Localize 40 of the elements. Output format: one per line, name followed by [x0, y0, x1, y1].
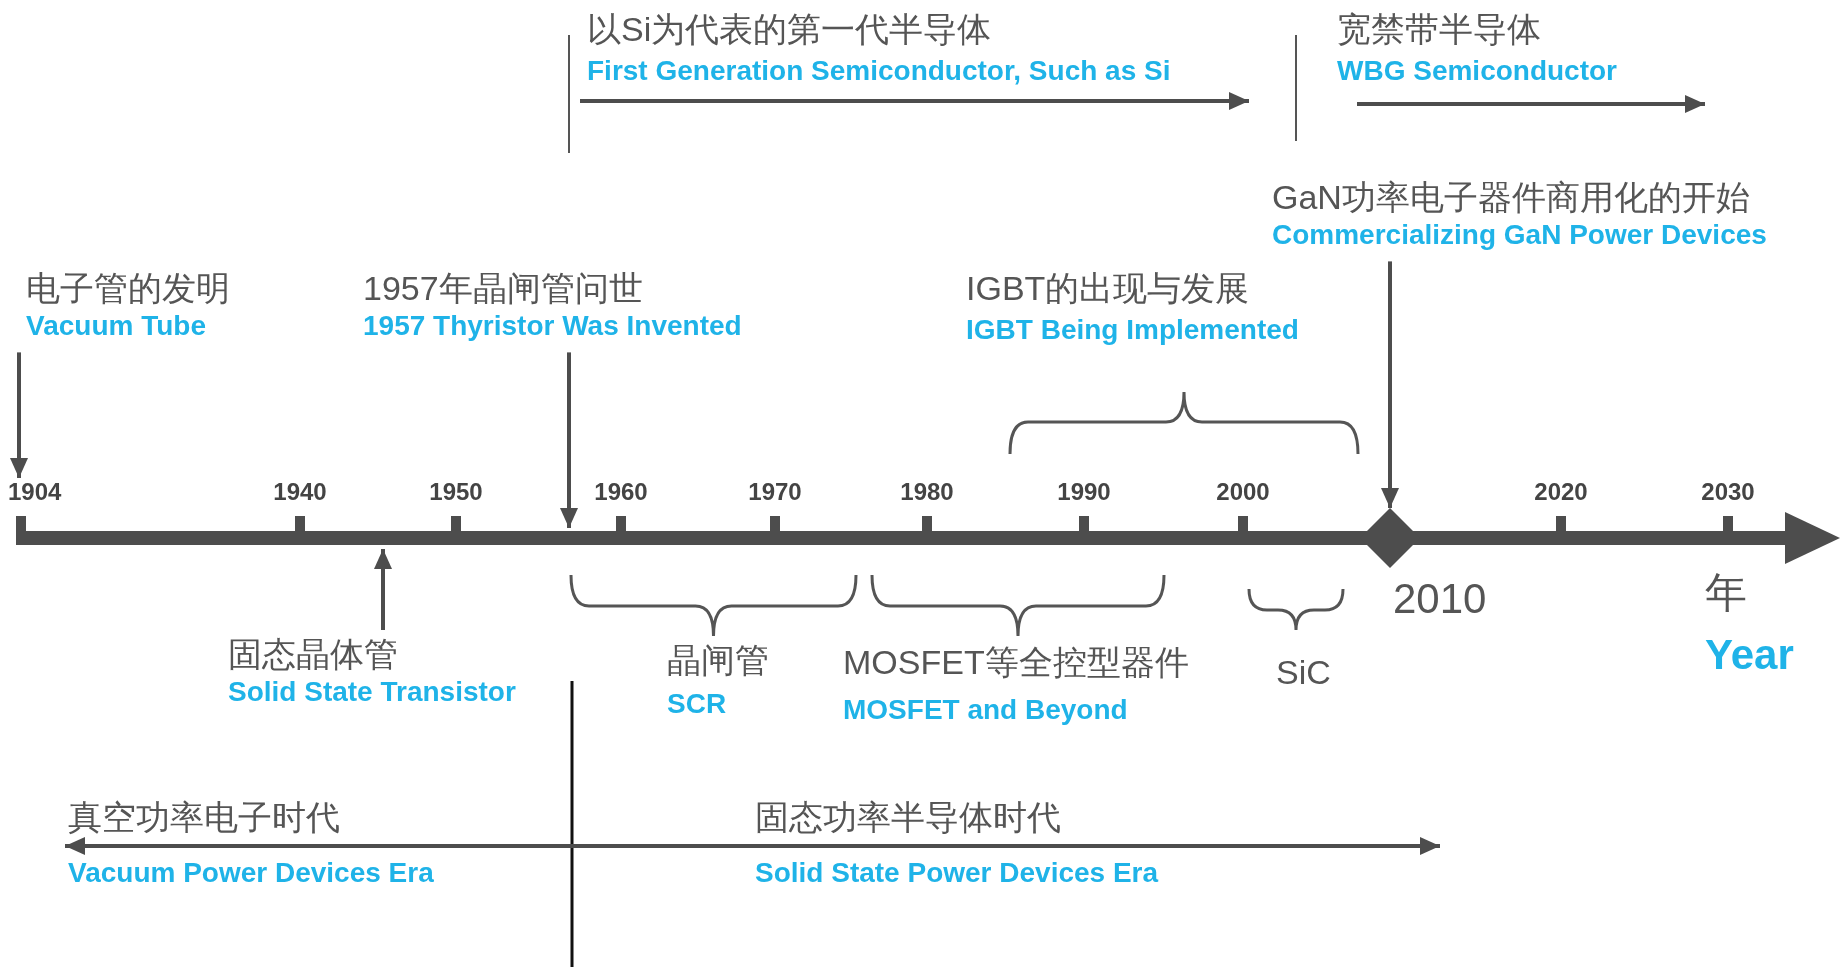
event-subtitle: Commercializing GaN Power Devices [1272, 217, 1767, 252]
tick-label: 2020 [1534, 478, 1588, 507]
event-title: GaN功率电子器件商用化的开始 [1272, 177, 1751, 218]
event-title: 电子管的发明 [26, 268, 230, 309]
event-title: IGBT的出现与发展 [966, 268, 1250, 309]
era-label: Solid State Power Devices Era [755, 856, 1159, 890]
era-label: Vacuum Power Devices Era [68, 856, 434, 890]
axis-title: Year [1705, 630, 1794, 680]
era-label: 真空功率电子时代 [68, 797, 340, 838]
tick-label: 1904 [8, 478, 62, 507]
arrow [374, 549, 392, 630]
group-label: SCR [667, 687, 727, 721]
heading: First Generation Semiconductor, Such as Si [587, 54, 1171, 88]
group-label: MOSFET and Beyond [843, 693, 1128, 727]
tick-label: 1950 [429, 478, 483, 507]
tick-label: 2030 [1701, 478, 1755, 507]
year-label: 2010 [1393, 574, 1487, 624]
group-label: 晶闸管 [667, 640, 769, 681]
tick-label: 1980 [900, 478, 954, 507]
event-subtitle: 1957 Thyristor Was Invented [363, 308, 742, 343]
heading: 以Si为代表的第一代半导体 [587, 9, 992, 50]
tick-label: 1970 [748, 478, 802, 507]
group-label: SiC [1276, 652, 1331, 693]
tick-label: 1990 [1057, 478, 1111, 507]
event-title: 固态晶体管 [228, 634, 399, 675]
heading: WBG Semiconductor [1337, 54, 1617, 88]
heading: 宽禁带半导体 [1337, 9, 1541, 50]
event-subtitle: Solid State Transistor [228, 674, 516, 709]
arrow [560, 352, 578, 528]
event-subtitle: IGBT Being Implemented [966, 313, 1299, 347]
arrow [1381, 261, 1399, 508]
tick-label: 2000 [1216, 478, 1270, 507]
axis-title: 年 [1705, 568, 1747, 618]
event-subtitle: Vacuum Tube [26, 308, 207, 343]
event-title: 1957年晶闸管问世 [363, 268, 644, 309]
tick-label: 1940 [273, 478, 327, 507]
group-label: MOSFET等全控型器件 [843, 642, 1189, 683]
arrow [10, 352, 28, 478]
tick-label: 1960 [594, 478, 648, 507]
era-label: 固态功率半导体时代 [755, 797, 1061, 838]
